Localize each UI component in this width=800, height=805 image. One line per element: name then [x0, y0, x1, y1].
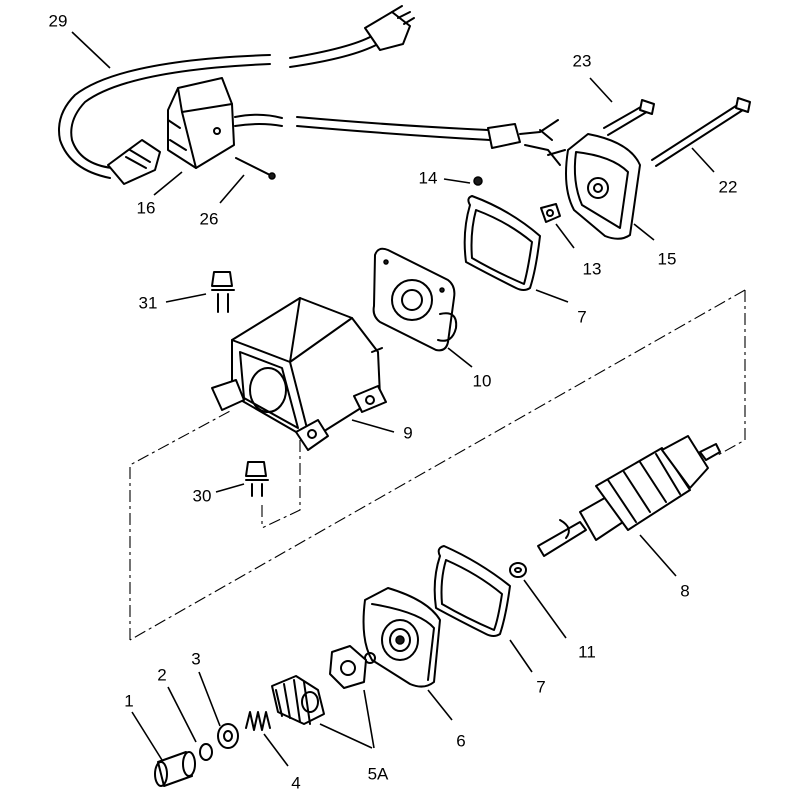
callout-3: 3: [191, 649, 200, 668]
callout-2: 2: [157, 665, 166, 684]
callout-26: 26: [200, 209, 219, 228]
gasket-bottom: [433, 545, 511, 637]
callout-31: 31: [139, 293, 158, 312]
callout-15: 15: [658, 249, 677, 268]
callout-6: 6: [456, 731, 465, 750]
brush-plate: [372, 247, 458, 352]
callout-16: 16: [137, 198, 156, 217]
spring-collar: [217, 723, 239, 749]
end-cap-15: [473, 119, 641, 240]
dust-cap: [154, 751, 196, 787]
callout-7-top: 7: [577, 307, 586, 326]
callout-13: 13: [583, 259, 602, 278]
washer: [509, 562, 527, 578]
switch-box: [167, 77, 276, 180]
callout-4: 4: [291, 773, 300, 792]
callout-11: 11: [578, 642, 596, 661]
callout-labels: 29 23 22 14 16 26 13 15 31 7 10 9 30 8 1…: [49, 11, 738, 792]
callout-10: 10: [473, 371, 492, 390]
leader-lines: [71, 31, 715, 767]
alignment-lines: [129, 289, 746, 641]
bolt-31: [211, 271, 235, 313]
callout-23: 23: [573, 51, 592, 70]
drive-end-cap: [362, 587, 441, 688]
retainer-ring: [199, 743, 213, 761]
callout-8: 8: [680, 581, 689, 600]
spring: [245, 711, 271, 731]
callout-9: 9: [403, 423, 412, 442]
callout-7-bottom: 7: [536, 677, 545, 696]
callout-30: 30: [193, 486, 212, 505]
callout-1: 1: [124, 691, 133, 710]
callout-22: 22: [719, 177, 738, 196]
bolt-30: [245, 461, 269, 497]
gasket-top: [463, 195, 541, 291]
pinion-gears: [271, 645, 367, 725]
armature: [537, 435, 721, 557]
callout-14: 14: [419, 168, 438, 187]
bolts-23-22: [603, 97, 751, 167]
power-cord: [58, 5, 521, 185]
callout-29: 29: [49, 11, 68, 30]
callout-5A: 5A: [368, 764, 389, 783]
motor-housing: [211, 297, 387, 451]
